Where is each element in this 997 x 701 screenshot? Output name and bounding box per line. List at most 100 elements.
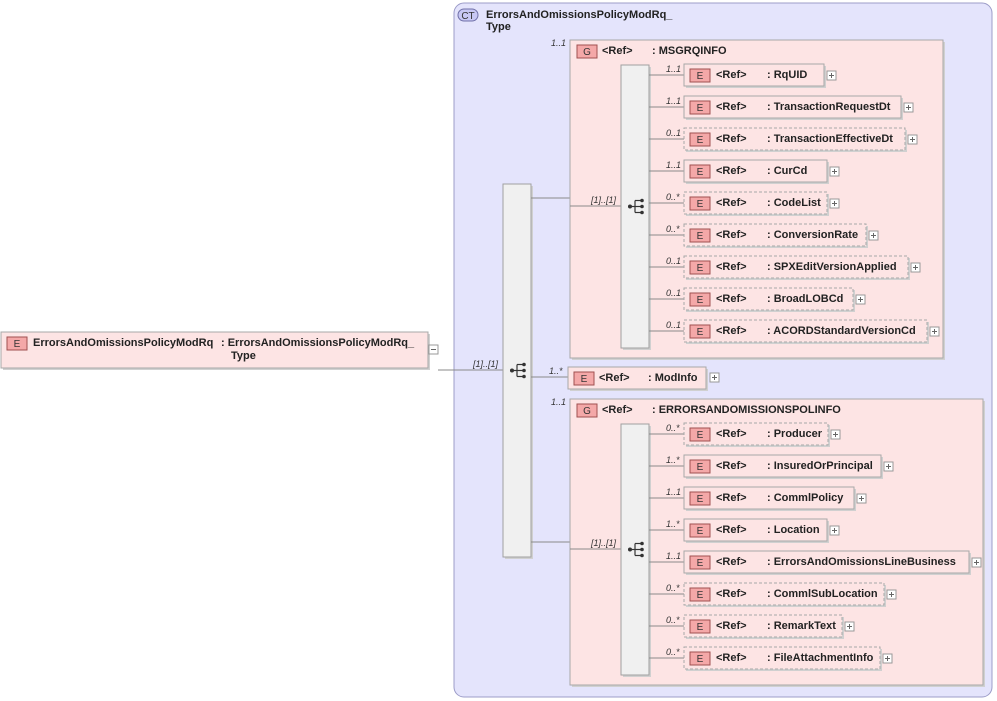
- group-1-sequence-cardinality: [1]..[1]: [590, 195, 617, 205]
- expand-icon[interactable]: [829, 525, 840, 536]
- element-name: : CommlPolicy: [767, 492, 844, 504]
- cardinality-conversion-rate: 0..*: [666, 224, 680, 234]
- element-badge: E: [697, 71, 704, 82]
- element-location[interactable]: E <Ref> : Location: [683, 518, 840, 543]
- element-file-attachment-info[interactable]: E<Ref>: FileAttachmentInfo: [683, 646, 893, 671]
- element-insured-or-principal[interactable]: E<Ref>: InsuredOrPrincipal: [683, 454, 894, 479]
- cardinality-rq-uid: 1..1: [666, 64, 681, 74]
- cardinality-broad-lobcd: 0..1: [666, 288, 681, 298]
- element-transaction-request-dt[interactable]: E<Ref>: TransactionRequestDt: [683, 95, 914, 120]
- complex-type-name: ErrorsAndOmissionsPolicyModRq_: [486, 9, 673, 21]
- expand-icon[interactable]: [910, 262, 921, 273]
- element-ref: <Ref>: [716, 620, 747, 632]
- element-name: : SPXEditVersionApplied: [767, 261, 897, 273]
- expand-icon[interactable]: [903, 102, 914, 113]
- group-2-badge: G: [583, 406, 591, 417]
- group-2-name: : ERRORSANDOMISSIONSPOLINFO: [652, 404, 841, 416]
- element-name: : ConversionRate: [767, 229, 858, 241]
- expand-icon[interactable]: [907, 134, 918, 145]
- cardinality-transaction-request-dt: 1..1: [666, 96, 681, 106]
- element-ref: <Ref>: [716, 197, 747, 209]
- element-name: : Location: [767, 524, 820, 536]
- element-comml-policy[interactable]: E<Ref>: CommlPolicy: [683, 486, 867, 511]
- element-ref: <Ref>: [716, 524, 747, 536]
- cardinality-file-attachment-info: 0..*: [666, 647, 680, 657]
- cardinality-comml-policy: 1..1: [666, 487, 681, 497]
- element-badge: E: [697, 462, 704, 473]
- cardinality-errors-and-omissions-line-business: 1..1: [666, 551, 681, 561]
- group-2-sequence-compositor[interactable]: [620, 423, 651, 677]
- element-spxedit-version-applied[interactable]: E <Ref> : SPXEditVersionApplied: [683, 255, 921, 280]
- element-producer[interactable]: E<Ref>: Producer: [683, 422, 841, 447]
- element-broad-lobcd[interactable]: E<Ref>: BroadLOBCd: [683, 287, 866, 312]
- element-badge: E: [697, 590, 704, 601]
- expand-icon[interactable]: [855, 294, 866, 305]
- group-2-sequence-cardinality: [1]..[1]: [590, 538, 617, 548]
- element-transaction-effective-dt[interactable]: E<Ref>: TransactionEffectiveDt: [683, 127, 918, 152]
- element-modinfo[interactable]: E <Ref> : ModInfo: [567, 366, 720, 391]
- expand-icon[interactable]: [829, 166, 840, 177]
- expand-icon[interactable]: [971, 557, 982, 568]
- expand-icon[interactable]: [929, 326, 940, 337]
- element-badge: E: [697, 231, 704, 242]
- modinfo-badge: E: [581, 374, 588, 385]
- element-cur-cd[interactable]: E<Ref>: CurCd: [683, 159, 840, 184]
- root-element-type-cont: Type: [231, 350, 256, 362]
- root-element-name: ErrorsAndOmissionsPolicyModRq: [33, 337, 213, 349]
- group-1-sequence-compositor[interactable]: [620, 64, 651, 350]
- expand-icon[interactable]: [882, 653, 893, 664]
- cardinality-location: 1..*: [666, 519, 680, 529]
- element-name: : CodeList: [767, 197, 821, 209]
- element-ref: <Ref>: [716, 428, 747, 440]
- group-1-badge: G: [583, 47, 591, 58]
- outer-sequence-compositor[interactable]: [502, 183, 533, 559]
- element-name: : CommlSubLocation: [767, 588, 878, 600]
- element-comml-sub-location[interactable]: E<Ref>: CommlSubLocation: [683, 582, 897, 607]
- element-errors-and-omissions-line-business[interactable]: E<Ref>: ErrorsAndOmissionsLineBusiness: [683, 550, 982, 575]
- element-badge: E: [697, 494, 704, 505]
- element-badge: E: [697, 526, 704, 537]
- element-ref: <Ref>: [716, 460, 747, 472]
- element-code-list[interactable]: E<Ref>: CodeList: [683, 191, 840, 216]
- expand-icon[interactable]: [826, 70, 837, 81]
- expand-icon[interactable]: [856, 493, 867, 504]
- group-2-cardinality: 1..1: [551, 397, 566, 407]
- element-rq-uid[interactable]: E <Ref> : RqUID: [683, 63, 837, 88]
- element-ref: <Ref>: [716, 69, 747, 81]
- expand-icon[interactable]: [883, 461, 894, 472]
- element-acordstandard-version-cd[interactable]: E<Ref>: ACORDStandardVersionCd: [683, 319, 940, 344]
- root-element[interactable]: E ErrorsAndOmissionsPolicyModRq : Errors…: [0, 331, 439, 370]
- element-name: : TransactionEffectiveDt: [767, 133, 893, 145]
- element-name: : ErrorsAndOmissionsLineBusiness: [767, 556, 956, 568]
- cardinality-acordstandard-version-cd: 0..1: [666, 320, 681, 330]
- cardinality-cur-cd: 1..1: [666, 160, 681, 170]
- cardinality-insured-or-principal: 1..*: [666, 455, 680, 465]
- root-collapse-icon[interactable]: [428, 344, 439, 355]
- element-name: : RqUID: [767, 69, 807, 81]
- expand-icon[interactable]: [830, 429, 841, 440]
- element-ref: <Ref>: [716, 652, 747, 664]
- modinfo-ref: <Ref>: [599, 372, 630, 384]
- element-conversion-rate[interactable]: E <Ref> : ConversionRate: [683, 223, 879, 248]
- element-ref: <Ref>: [716, 165, 747, 177]
- complex-type-badge: CT: [461, 11, 474, 22]
- element-ref: <Ref>: [716, 261, 747, 273]
- element-badge: E: [697, 558, 704, 569]
- expand-icon[interactable]: [829, 198, 840, 209]
- cardinality-spxedit-version-applied: 0..1: [666, 256, 681, 266]
- element-badge: E: [697, 295, 704, 306]
- sequence-icon: [628, 541, 644, 558]
- element-name: : BroadLOBCd: [767, 293, 843, 305]
- element-ref: <Ref>: [716, 229, 747, 241]
- group-1-cardinality: 1..1: [551, 38, 566, 48]
- element-remark-text[interactable]: E<Ref>: RemarkText: [683, 614, 855, 639]
- expand-icon[interactable]: [844, 621, 855, 632]
- expand-icon[interactable]: [886, 589, 897, 600]
- element-ref: <Ref>: [716, 325, 747, 337]
- expand-icon[interactable]: [709, 372, 720, 383]
- element-badge: E: [697, 263, 704, 274]
- element-name: : TransactionRequestDt: [767, 101, 891, 113]
- expand-icon[interactable]: [868, 230, 879, 241]
- element-badge: E: [697, 103, 704, 114]
